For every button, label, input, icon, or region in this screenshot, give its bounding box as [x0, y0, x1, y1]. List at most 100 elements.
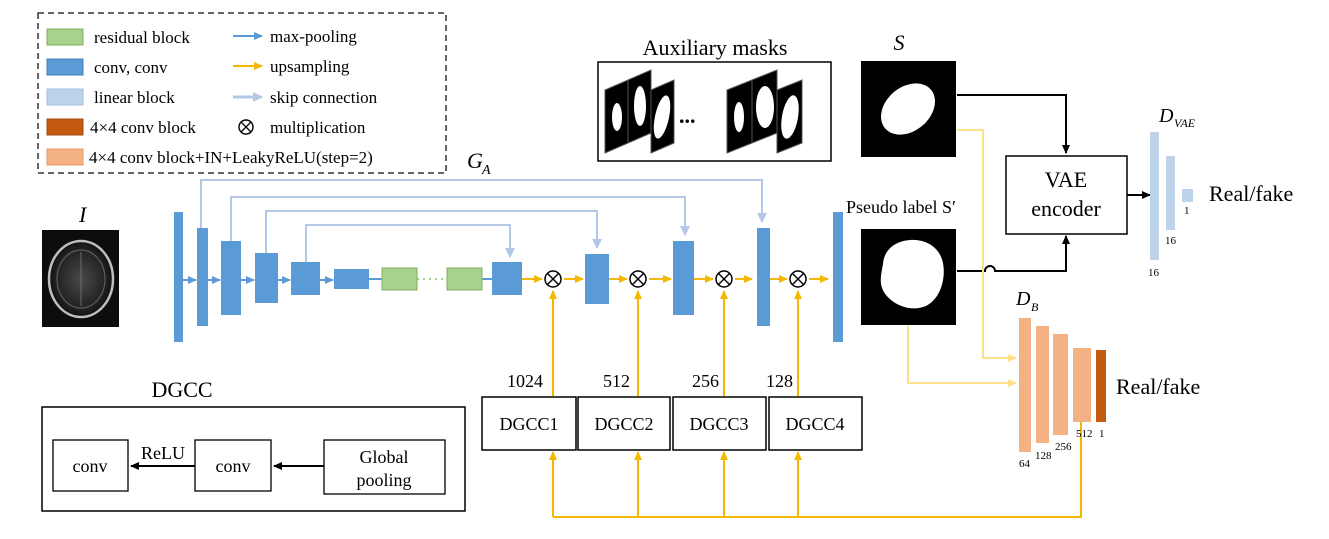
mask-stack-right [726, 69, 803, 154]
legend-swatch-conv [46, 58, 84, 76]
legend-label-maxpool: max-pooling [270, 27, 357, 46]
pseudo-label-text: Pseudo label S′ [846, 197, 956, 217]
dgcc2-channels: 512 [603, 371, 630, 391]
svg-text:16: 16 [1165, 235, 1177, 247]
legend-label-conv: conv, conv [94, 58, 168, 77]
svg-text:512: 512 [1076, 428, 1093, 440]
legend-label-4x4conv-in: 4×4 conv block+IN+LeakyReLU(step=2) [89, 148, 373, 167]
svg-text:pooling: pooling [356, 470, 411, 490]
legend-swatch-linear [46, 88, 84, 106]
legend-swatch-4x4conv [46, 118, 84, 136]
conv-block-dec-4 [757, 228, 770, 326]
legend-label-4x4conv: 4×4 conv block [90, 118, 196, 137]
real-fake-vae: Real/fake [1209, 181, 1293, 206]
dvae-layer-3 [1182, 189, 1193, 202]
conv-block-enc-1 [174, 212, 183, 342]
generator-label: G A [467, 148, 491, 178]
conv-block-enc-2 [197, 228, 208, 326]
svg-text:VAE: VAE [1174, 116, 1196, 130]
dgcc3-block [672, 396, 767, 451]
skip-connection-1 [200, 179, 767, 228]
dgcc-relu-label: ReLU [141, 443, 185, 463]
skip-connection-4 [305, 224, 515, 262]
svg-text:D: D [1015, 288, 1031, 310]
legend-frame [37, 12, 447, 174]
svg-text:VAE: VAE [1045, 167, 1087, 192]
generator-blocks [174, 212, 843, 342]
multiplication-nodes [544, 270, 807, 288]
svg-text:256: 256 [1055, 441, 1072, 453]
mask-stack-left [604, 69, 675, 154]
auxiliary-masks: Auxiliary masks ... [597, 35, 832, 162]
vae-connections [957, 94, 1151, 272]
svg-text:Global: Global [360, 447, 409, 467]
conv-block-bottleneck [334, 269, 369, 289]
dgcc-conv-left [52, 439, 129, 492]
legend: residual block conv, conv linear block 4… [37, 12, 447, 174]
conv-block-output [833, 212, 843, 342]
residual-block-first [381, 267, 418, 291]
discriminator-b: D B 64 128 256 512 1 Real/fake [907, 129, 1200, 470]
otimes-icon-2 [629, 270, 647, 288]
db-layer-3 [1053, 334, 1068, 435]
legend-label-skip: skip connection [270, 88, 378, 107]
dgcc1-label: DGCC1 [499, 414, 558, 434]
conv-block-dec-2 [585, 254, 609, 304]
conv-block-dec-1 [492, 262, 522, 295]
input-image: I [42, 202, 119, 327]
svg-text:D: D [1158, 105, 1174, 127]
dgcc4-block [768, 396, 863, 451]
legend-label-upsample: upsampling [270, 57, 350, 76]
skip-connection-2 [230, 196, 690, 241]
otimes-icon-4 [789, 270, 807, 288]
svg-text:encoder: encoder [1031, 196, 1101, 221]
dgcc3-channels: 256 [692, 371, 719, 391]
dvae-layer-1 [1150, 132, 1159, 260]
vae-encoder-box [1005, 155, 1128, 235]
input-label: I [78, 202, 88, 227]
dgcc-feedback-lines [549, 420, 1082, 518]
conv-block-enc-4 [255, 253, 278, 303]
otimes-icon-3 [715, 270, 733, 288]
dgcc-global-pooling [323, 439, 446, 495]
otimes-icon-1 [544, 270, 562, 288]
dgcc-detail-frame [41, 406, 466, 512]
conv-block-enc-5 [291, 262, 320, 295]
dgcc-blocks: 1024 512 256 128 DGCC1 DGCC2 DGCC3 DGCC4 [481, 290, 1082, 518]
dgcc-detail-title: DGCC [151, 377, 212, 402]
legend-label-linear: linear block [94, 88, 175, 107]
dvae-layer-2 [1166, 156, 1175, 230]
dgcc4-label: DGCC4 [785, 414, 844, 434]
s-label: S [894, 30, 905, 55]
generator-mainline [183, 275, 829, 284]
svg-text:1: 1 [1184, 205, 1190, 217]
svg-text:G: G [467, 148, 483, 173]
dgcc-up-arrows [549, 290, 802, 396]
ground-truth-s: S [861, 30, 956, 157]
legend-swatch-residual [46, 28, 84, 46]
db-layer-2 [1036, 326, 1049, 443]
svg-text:conv: conv [216, 456, 251, 476]
dgcc1-block [481, 396, 577, 451]
discriminator-vae: D VAE 16 16 1 Real/fake [1148, 105, 1293, 279]
dgcc-detail: DGCC conv conv Global pooling ReLU [41, 377, 466, 512]
svg-text:16: 16 [1148, 267, 1160, 279]
residual-block-last [446, 267, 483, 291]
db-layer-4 [1073, 348, 1091, 422]
db-layer-5 [1096, 350, 1106, 422]
svg-text:128: 128 [1035, 450, 1052, 462]
svg-text:B: B [1031, 300, 1039, 314]
conv-block-enc-3 [221, 241, 241, 315]
legend-label-multiplication: multiplication [270, 118, 366, 137]
aux-masks-ellipsis: ... [679, 103, 696, 128]
aux-masks-title: Auxiliary masks [643, 35, 788, 60]
vae-encoder: VAE encoder [1005, 155, 1128, 235]
legend-label-residual: residual block [94, 28, 190, 47]
dgcc2-block [577, 396, 671, 451]
skip-connection-3 [265, 210, 602, 253]
svg-text:conv: conv [73, 456, 108, 476]
dgcc4-channels: 128 [766, 371, 793, 391]
pseudo-label: Pseudo label S′ [846, 197, 956, 325]
svg-text:1: 1 [1099, 428, 1105, 440]
dgcc2-label: DGCC2 [594, 414, 653, 434]
